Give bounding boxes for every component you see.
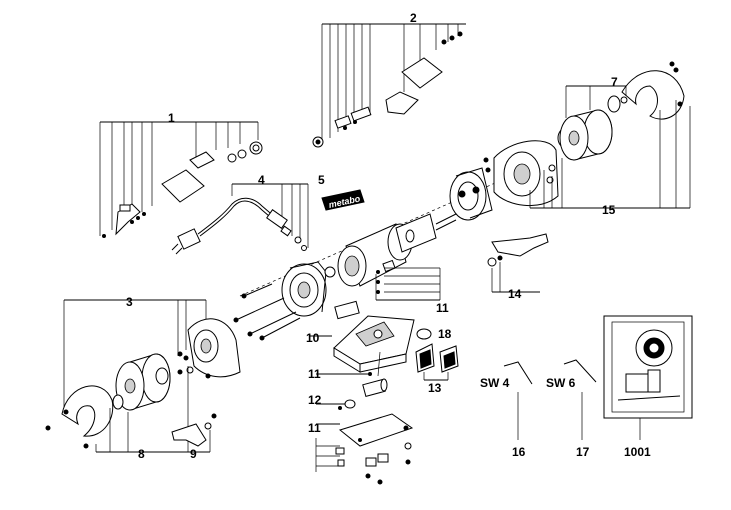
label-7: 7: [611, 75, 618, 89]
part-group-1: 1: [99, 111, 263, 238]
label-12: 12: [308, 393, 322, 407]
label-9: 9: [190, 447, 197, 461]
bottom-plate: [315, 413, 414, 485]
label-18: 18: [438, 327, 452, 341]
eye-shield-left: [45, 385, 114, 449]
grinding-wheel-right: [557, 95, 628, 161]
label-15: 15: [602, 203, 616, 217]
label-10: 10: [306, 331, 320, 345]
base-housing: 10: [306, 300, 415, 377]
rotor-shaft: [395, 213, 457, 253]
part-group-11-low: 11: [308, 421, 340, 435]
part-group-14: 14: [487, 233, 549, 301]
part-group-7: 7: [565, 75, 627, 118]
detail-box-1001: 1001: [603, 315, 693, 459]
part-group-3: 3: [63, 295, 241, 408]
part-group-12: 12: [308, 393, 356, 410]
part-group-5: 5 metabo: [318, 173, 365, 211]
part-group-4: 4: [171, 173, 309, 255]
end-shield-left: [281, 261, 349, 317]
label-11-top: 11: [436, 301, 449, 315]
grinding-wheel-left: [112, 353, 171, 411]
hex-key-sw6: SW 6 17: [546, 359, 597, 459]
tool-label-sw4: SW 4: [480, 376, 510, 390]
label-17: 17: [576, 445, 590, 459]
label-1001: 1001: [624, 445, 651, 459]
end-shield-right: [449, 167, 493, 221]
label-16: 16: [512, 445, 526, 459]
label-4: 4: [258, 173, 265, 187]
part-group-9: 9: [171, 413, 217, 461]
part-group-15: 15: [529, 100, 691, 217]
part-group-13: 13: [415, 343, 459, 395]
label-8: 8: [138, 447, 145, 461]
part-group-18: 18: [416, 327, 452, 341]
label-3: 3: [126, 295, 133, 309]
part-group-2: 2: [312, 11, 466, 148]
part-group-11-top: 11: [375, 267, 449, 315]
part-group-11-mid: 11: [308, 367, 388, 397]
label-1: 1: [168, 111, 175, 125]
label-14: 14: [508, 287, 522, 301]
hex-key-sw4: SW 4 16: [480, 361, 533, 459]
tool-label-sw6: SW 6: [546, 376, 576, 390]
label-11-low: 11: [308, 421, 321, 435]
through-bolts: [233, 283, 301, 341]
label-5: 5: [318, 173, 325, 187]
eye-shield-right: [621, 61, 685, 120]
wheel-guard-right: [483, 140, 559, 207]
label-2: 2: [410, 11, 417, 25]
label-11-mid: 11: [308, 367, 321, 381]
label-13: 13: [428, 381, 442, 395]
